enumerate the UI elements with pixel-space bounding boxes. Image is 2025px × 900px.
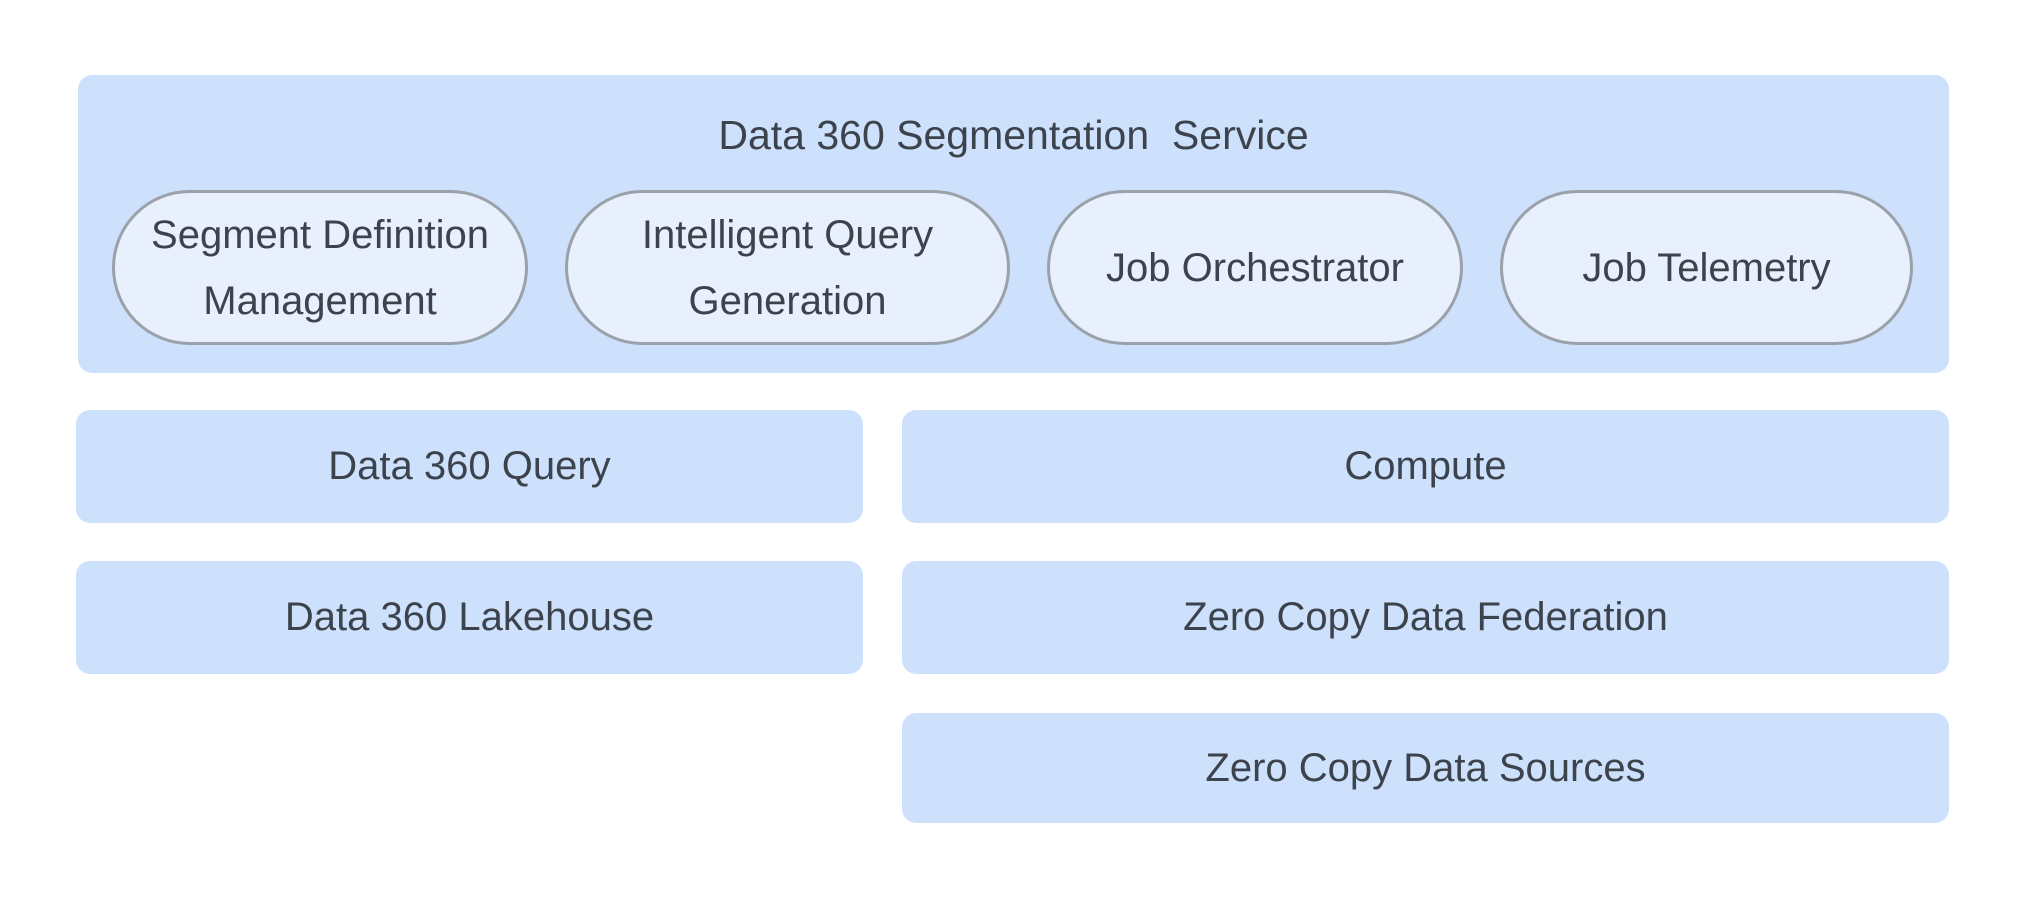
data-360-query-box: Data 360 Query (76, 410, 863, 523)
segmentation-service-title: Data 360 Segmentation Service (718, 112, 1309, 158)
component-pill-job-orchestrator: Job Orchestrator (1047, 190, 1463, 345)
zero-copy-data-federation-box: Zero Copy Data Federation (902, 561, 1949, 674)
component-pill-intelligent-query-generation: Intelligent Query Generation (565, 190, 1010, 345)
data-360-lakehouse-box: Data 360 Lakehouse (76, 561, 863, 674)
component-pill-segment-definition-management: Segment Definition Management (112, 190, 528, 345)
compute-box: Compute (902, 410, 1949, 523)
component-pill-job-telemetry: Job Telemetry (1500, 190, 1913, 345)
zero-copy-data-sources-box: Zero Copy Data Sources (902, 713, 1949, 823)
segmentation-components-row: Segment Definition Management Intelligen… (112, 190, 1913, 345)
segmentation-service-panel: Data 360 Segmentation Service Segment De… (78, 75, 1949, 373)
